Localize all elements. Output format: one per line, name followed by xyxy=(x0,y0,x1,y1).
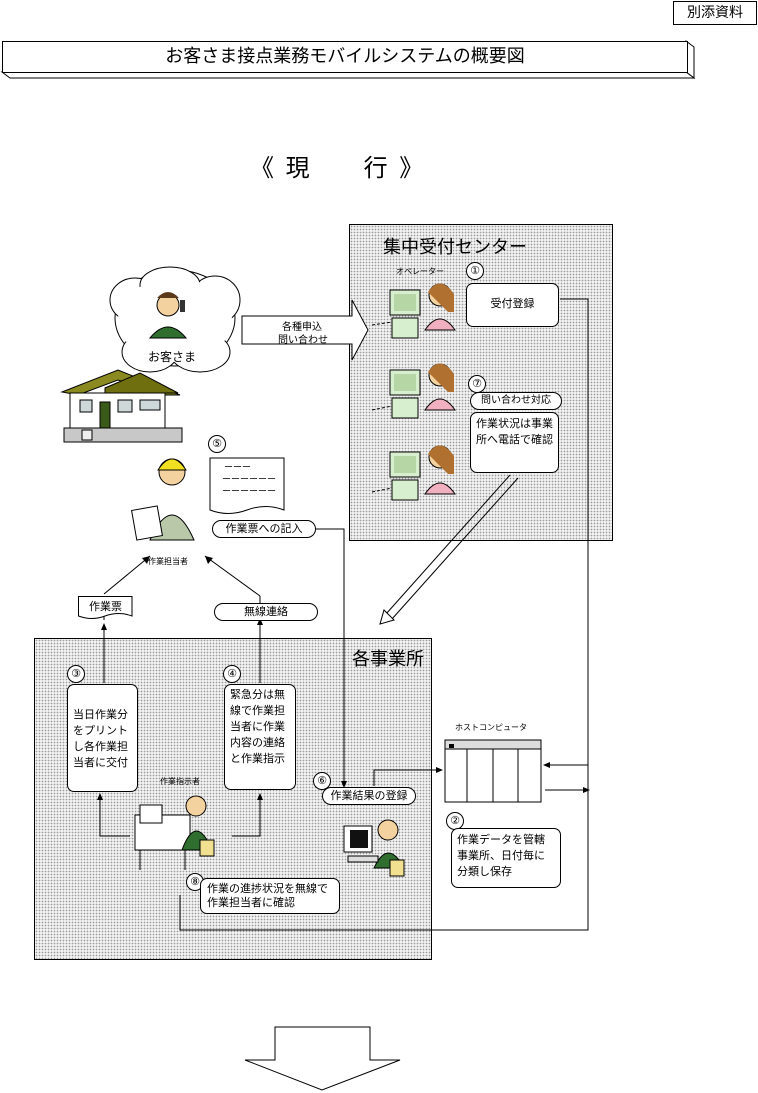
worker-label: 作業担当者 xyxy=(148,557,188,566)
registrar-figure xyxy=(343,819,405,877)
request-arrow-label-2: 問い合わせ xyxy=(278,335,328,346)
worker-figure xyxy=(131,458,195,541)
host-label: ホストコンピュータ xyxy=(455,723,527,732)
step-8: ⑧ xyxy=(186,873,204,891)
attachment-tag: 別添資料 xyxy=(673,1,757,25)
operator-1 xyxy=(371,283,456,339)
step-7: ⑦ xyxy=(468,375,486,393)
request-arrow xyxy=(241,299,369,361)
slip-line-1: ーーー xyxy=(224,463,252,473)
reception-center-title: 集中受付センター xyxy=(383,237,527,258)
customer-figure xyxy=(148,292,188,339)
step-5: ⑤ xyxy=(208,435,226,453)
operator-3 xyxy=(371,445,456,501)
inquiry-box: 作業状況は事業所へ電話で確認 xyxy=(470,412,559,473)
host-data-box: 作業データを管轄事業所、日付毎に分類し保存 xyxy=(451,828,561,888)
customer-label: お客さま xyxy=(148,350,197,364)
office-title: 各事業所 xyxy=(352,649,424,670)
operator-label: オペレーター xyxy=(396,267,444,276)
section-heading: 《 現 行 》 xyxy=(250,154,426,182)
work-record-pill: 作業票への記入 xyxy=(212,520,316,538)
slip-line-2: ーーーーーー xyxy=(222,475,277,485)
host-computer xyxy=(444,739,542,803)
result-entry-pill: 作業結果の登録 xyxy=(322,787,416,805)
request-arrow-label-1: 各種申込 xyxy=(282,322,322,333)
title-bar: お客さま接点業務モバイルシステムの概要図 xyxy=(2,41,688,73)
instructor-label: 作業指示者 xyxy=(160,777,200,786)
slip-line-3: ーーーーーー xyxy=(222,487,277,497)
instructor-figure xyxy=(134,795,215,870)
house-illustration xyxy=(60,369,183,443)
next-arrow xyxy=(244,1026,401,1091)
step-2: ② xyxy=(446,812,464,830)
confirm-box: 作業の進捗状況を無線で作業担当者に確認 xyxy=(200,878,340,914)
step-1: ① xyxy=(466,262,484,280)
step-3: ③ xyxy=(67,665,85,683)
work-slip-tag: 作業票 xyxy=(78,596,133,621)
urgent-box: 緊急分は無線で作業担当者に作業内容の連絡と作業指示 xyxy=(224,684,296,790)
radio-pill: 無線連絡 xyxy=(214,603,318,621)
step-4: ④ xyxy=(223,665,241,683)
step-6: ⑥ xyxy=(313,772,331,790)
operator-2 xyxy=(371,363,456,419)
inquiry-header: 問い合わせ対応 xyxy=(470,392,562,410)
reception-box: 受付登録 xyxy=(466,283,559,327)
customer-cloud xyxy=(109,266,241,373)
print-box: 当日作業分をプリントし各作業担当者に交付 xyxy=(67,684,138,792)
page-title: お客さま接点業務モバイルシステムの概要図 xyxy=(165,46,525,67)
work-slip-doc xyxy=(209,457,285,514)
work-slip-label: 作業票 xyxy=(89,600,122,613)
